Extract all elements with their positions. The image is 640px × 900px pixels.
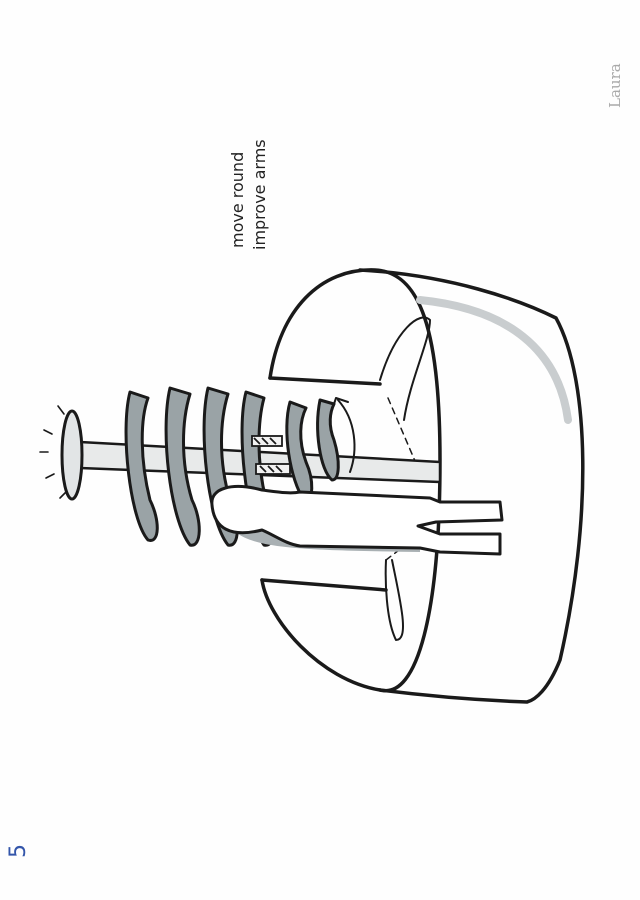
clip-band-bottom	[255, 463, 291, 475]
cutout-bottom	[260, 578, 388, 592]
rotation-arrow-head	[331, 397, 349, 411]
coil-1	[124, 390, 159, 542]
clip-band-top	[251, 435, 283, 447]
figure-body	[210, 485, 504, 556]
annotation-improve-arms: improve arms	[250, 139, 269, 250]
coil-5	[285, 400, 314, 502]
shaft-knob	[60, 409, 84, 501]
page-number: 5	[6, 844, 31, 858]
motion-marks	[39, 405, 67, 499]
author-signature: Laura	[606, 63, 624, 108]
rotation-arrow-shaft	[337, 399, 356, 473]
drum	[260, 268, 585, 704]
annotation-move-round: move round	[228, 151, 247, 248]
drum-outer-wall	[358, 268, 585, 704]
coil-2	[164, 386, 201, 547]
cutout-top	[268, 376, 382, 386]
rim-shading	[416, 296, 572, 424]
hidden-line-1	[387, 397, 419, 469]
coil-6	[316, 398, 340, 482]
drum-rim	[260, 268, 442, 693]
figure	[210, 485, 504, 556]
drum-inner-rim-lower	[384, 559, 404, 641]
clip-band	[251, 435, 291, 475]
drum-inner-rim	[379, 316, 431, 421]
clip-band-hatch	[253, 437, 283, 473]
rotation-arrow	[331, 397, 356, 473]
